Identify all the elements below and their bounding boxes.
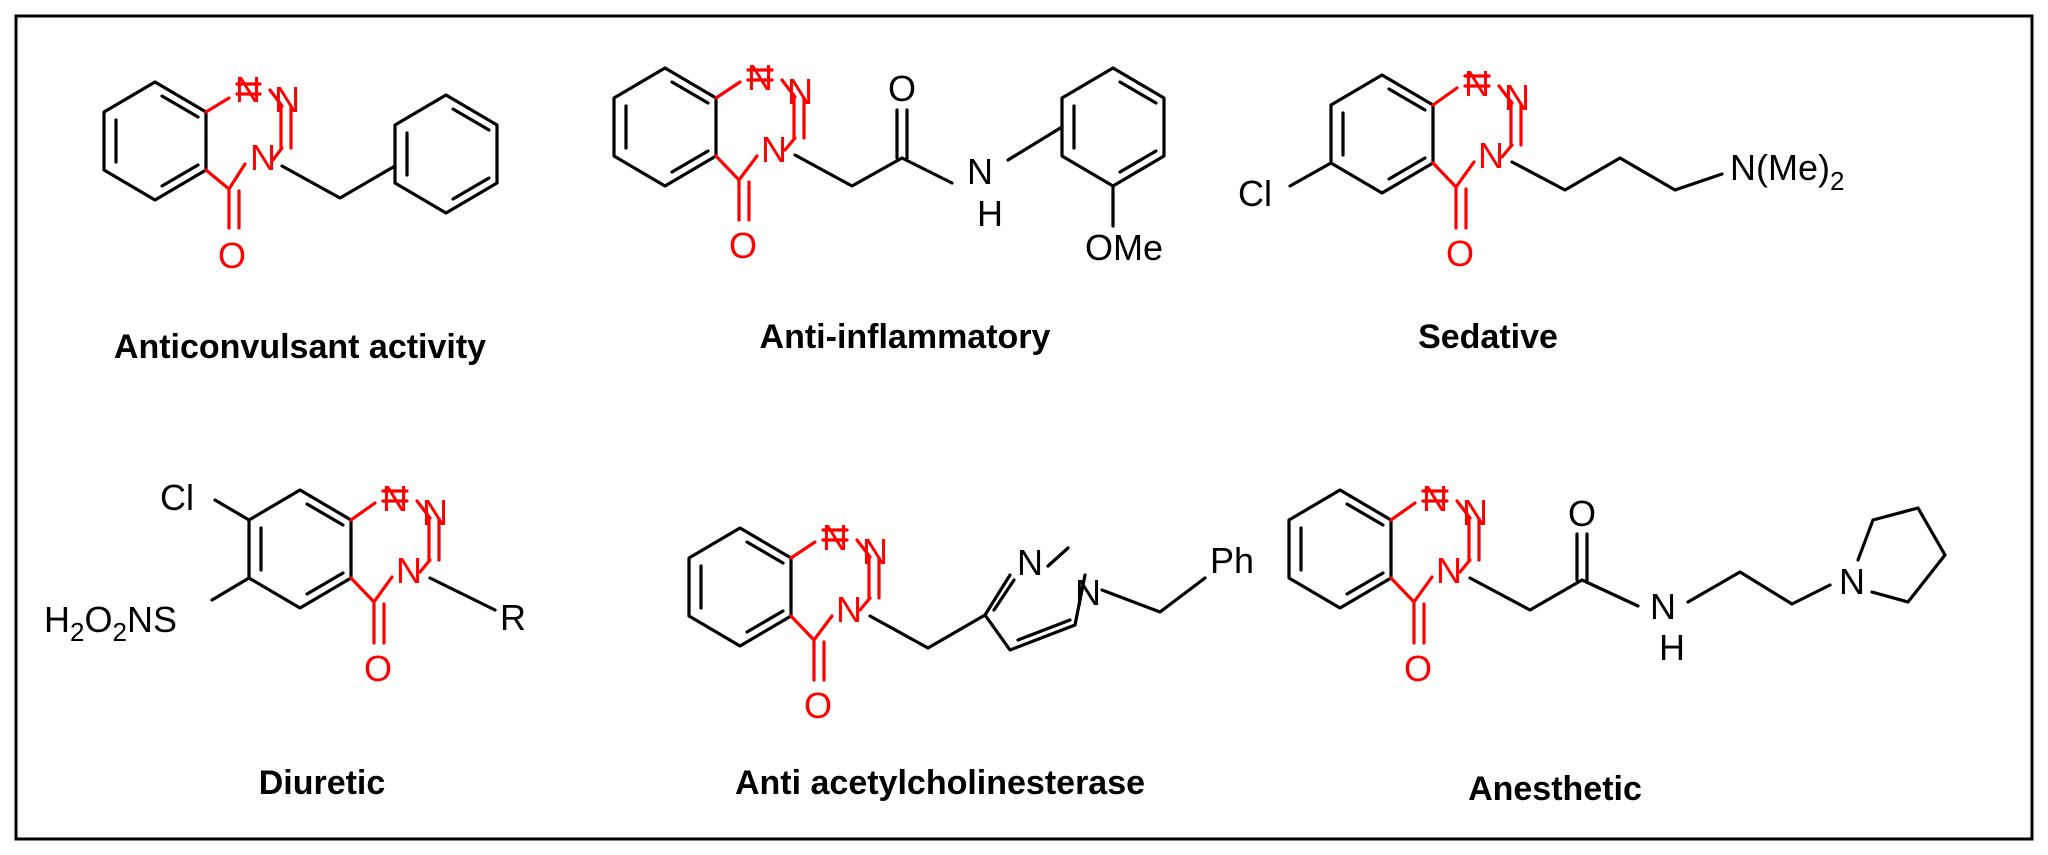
r-substituent: R bbox=[428, 576, 526, 638]
triazinone-core: N N N O bbox=[1389, 478, 1488, 689]
amide-ethyl-chain: O N H bbox=[1468, 493, 1832, 668]
atom-ome: OMe bbox=[1085, 227, 1163, 268]
benzene-ring bbox=[102, 80, 208, 202]
molecule-anti-inflammatory: N N N O O N H OMe bbox=[612, 57, 1166, 268]
benzyl-substituent bbox=[280, 93, 499, 215]
caption-diuretic: Diuretic bbox=[259, 764, 386, 802]
acetamide-side-chain: O N H bbox=[793, 68, 1064, 234]
pyrrolidine-ring: N bbox=[1839, 506, 1947, 604]
atom-n2: N bbox=[274, 79, 300, 120]
triazinone-core: N N N O bbox=[1431, 63, 1530, 274]
atom-n3: N bbox=[250, 137, 276, 178]
atom-n3: N bbox=[1436, 550, 1462, 591]
chlorobenzene-ring: Cl bbox=[1238, 73, 1435, 214]
atom-amide-h: H bbox=[977, 193, 1003, 234]
atom-n1: N bbox=[1464, 63, 1490, 104]
atom-n1: N bbox=[382, 478, 408, 519]
atom-amide-h: H bbox=[1659, 627, 1685, 668]
caption-anti-acetylcholinesterase: Anti acetylcholinesterase bbox=[735, 764, 1145, 802]
molecule-anesthetic: N N N O O N H N bbox=[1287, 478, 1947, 689]
atom-pyrrolidine-n: N bbox=[1839, 561, 1865, 602]
atom-n1: N bbox=[747, 57, 773, 98]
triazinone-core: N N N O bbox=[204, 69, 300, 276]
atom-n3: N bbox=[396, 550, 422, 591]
benzene-ring bbox=[612, 66, 718, 188]
atom-amide-n: N bbox=[1650, 586, 1676, 627]
dimethylaminopropyl-chain: N(Me)2 bbox=[1510, 147, 1844, 196]
atom-cl: Cl bbox=[1238, 173, 1272, 214]
atom-n3: N bbox=[836, 589, 862, 630]
molecule-anti-acetylcholinesterase: N N N O N N Ph bbox=[687, 517, 1254, 726]
atom-carbonyl-o: O bbox=[1404, 648, 1432, 689]
atom-imidazole-n1: N bbox=[1017, 542, 1043, 583]
benzene-ring bbox=[687, 526, 793, 648]
atom-r: R bbox=[500, 597, 526, 638]
atom-nme2: N(Me)2 bbox=[1730, 147, 1844, 196]
atom-amide-o: O bbox=[888, 68, 916, 109]
atom-carbonyl-o: O bbox=[364, 648, 392, 689]
caption-sedative: Sedative bbox=[1418, 318, 1558, 356]
caption-anticonvulsant: Anticonvulsant activity bbox=[114, 328, 486, 366]
atom-imidazole-n2: N bbox=[1075, 572, 1101, 613]
atom-ph: Ph bbox=[1210, 540, 1254, 581]
caption-anesthetic: Anesthetic bbox=[1468, 770, 1642, 808]
benzene-ring bbox=[1287, 488, 1393, 610]
atom-carbonyl-o: O bbox=[1446, 233, 1474, 274]
triazinone-core: N N N O bbox=[789, 517, 888, 726]
atom-n1: N bbox=[1422, 478, 1448, 519]
atom-cl: Cl bbox=[160, 477, 194, 518]
figure-border bbox=[14, 14, 2034, 841]
triazinone-core: N N N O bbox=[349, 478, 448, 689]
atom-carbonyl-o: O bbox=[804, 685, 832, 726]
substituted-benzene-ring: Cl H2O2NS bbox=[44, 477, 353, 647]
atom-n2: N bbox=[1504, 77, 1530, 118]
atom-n2: N bbox=[862, 531, 888, 572]
atom-n1: N bbox=[235, 69, 261, 110]
molecule-diuretic: Cl H2O2NS N N N O R bbox=[44, 477, 526, 689]
atom-n3: N bbox=[1478, 135, 1504, 176]
atom-n3: N bbox=[761, 129, 787, 170]
caption-anti-inflammatory: Anti-inflammatory bbox=[760, 318, 1051, 356]
atom-sulfonamide: H2O2NS bbox=[44, 599, 177, 647]
atom-amide-n: N bbox=[967, 151, 993, 192]
atom-n2: N bbox=[422, 492, 448, 533]
atom-n1: N bbox=[822, 517, 848, 558]
methoxyphenyl-ring: OMe bbox=[1060, 66, 1166, 268]
molecule-sedative: Cl N N N O N(Me)2 bbox=[1238, 63, 1844, 274]
atom-n2: N bbox=[787, 71, 813, 112]
atom-amide-o: O bbox=[1568, 493, 1596, 534]
atom-carbonyl-o: O bbox=[218, 235, 246, 276]
triazinone-core: N N N O bbox=[714, 57, 813, 266]
imidazole-substituent: N N Ph bbox=[868, 540, 1254, 652]
atom-n2: N bbox=[1462, 492, 1488, 533]
atom-carbonyl-o: O bbox=[729, 225, 757, 266]
molecule-anticonvulsant: N N N O bbox=[102, 69, 499, 276]
